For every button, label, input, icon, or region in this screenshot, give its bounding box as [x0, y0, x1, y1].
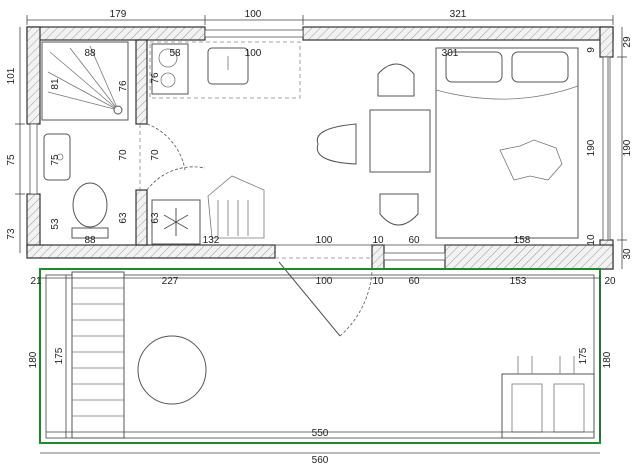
window-top	[204, 29, 304, 38]
bottom-wall-right	[444, 244, 614, 270]
terrace	[39, 268, 601, 444]
dim-shower-76: 76	[118, 80, 129, 92]
dim-bedroom-9: 9	[586, 47, 597, 53]
dim-wall-158: 158	[514, 235, 531, 246]
dim-terrace-180-left: 180	[28, 351, 39, 368]
dim-kitchen-100: 100	[245, 48, 262, 59]
dim-bath-door-70: 70	[118, 149, 129, 161]
dim-top-179: 179	[110, 9, 127, 20]
dim-total-560: 560	[312, 455, 329, 466]
chair-left-icon	[316, 123, 357, 165]
dim-living-132: 132	[203, 235, 220, 246]
dim-window-60-out: 60	[408, 276, 420, 287]
grill-body	[501, 373, 595, 439]
stair-stringer	[71, 271, 125, 439]
snowflake-icon	[163, 208, 189, 236]
bathroom	[41, 41, 186, 239]
washbasin-drain-icon	[56, 153, 64, 161]
dim-outer-153: 153	[510, 276, 527, 287]
dim-terrace-180-right: 180	[602, 351, 613, 368]
dim-door-100-out: 100	[316, 276, 333, 287]
dim-kitchen-58: 58	[169, 48, 181, 59]
dim-window-60-in: 60	[408, 235, 420, 246]
dim-grill-175: 175	[578, 347, 589, 364]
dim-bedroom-10: 10	[586, 234, 597, 246]
dimension-labels: 179 100 321 101 75 73 29 190 30 88 81 76…	[6, 9, 633, 466]
dim-bedroom-301: 301	[442, 48, 459, 59]
dim-stairs-175: 175	[54, 347, 65, 364]
partition-bathroom-lower	[135, 189, 148, 246]
hob-burner-1-icon	[158, 48, 178, 68]
bedroom	[435, 47, 579, 239]
entrance-door-swing	[339, 257, 373, 337]
shower-drain-icon	[113, 105, 123, 115]
dim-kitchen-76: 76	[150, 72, 161, 84]
dim-outer-227: 227	[162, 276, 179, 287]
left-wall-lower	[26, 193, 41, 254]
dim-right-190: 190	[622, 139, 633, 156]
top-wall-left	[26, 26, 206, 41]
dim-shower-88: 88	[84, 48, 96, 59]
top-wall-right	[302, 26, 614, 41]
wc-bowl	[72, 182, 108, 228]
grill	[501, 356, 595, 439]
left-wall-upper	[26, 26, 41, 125]
pillow-right	[511, 51, 569, 83]
partition-bathroom-upper	[135, 39, 148, 125]
window-bottom	[383, 252, 446, 261]
windows	[29, 29, 611, 261]
dim-door-100-in: 100	[316, 235, 333, 246]
dim-outer-20: 20	[604, 276, 616, 287]
dim-washbasin-75: 75	[50, 154, 61, 166]
bath-door-swing	[146, 123, 186, 171]
chair-top-icon	[377, 63, 415, 97]
round-table	[137, 335, 207, 405]
window-right	[602, 56, 611, 241]
dim-left-101: 101	[6, 67, 17, 84]
laundry-basket-icon	[207, 175, 265, 239]
bottom-wall-post	[371, 244, 385, 270]
pillow-left	[445, 51, 503, 83]
hob	[151, 43, 189, 95]
dim-bed-190: 190	[586, 139, 597, 156]
dim-bath-63: 63	[118, 212, 129, 224]
dim-post-10-in: 10	[372, 235, 384, 246]
dim-wc-53: 53	[50, 218, 61, 230]
walls	[26, 26, 614, 270]
dim-wc-88: 88	[84, 235, 96, 246]
dim-right-30: 30	[622, 248, 633, 260]
duvet-fold	[435, 85, 579, 100]
dim-top-321: 321	[450, 9, 467, 20]
kitchen-door-swing	[146, 166, 206, 191]
wc-tank	[71, 227, 109, 239]
dim-left-73: 73	[6, 228, 17, 240]
dim-post-10-out: 10	[372, 276, 384, 287]
dim-top-100: 100	[245, 9, 262, 20]
entrance	[275, 257, 373, 337]
kitchen-counter	[149, 41, 301, 99]
hob-burner-2-icon	[160, 72, 176, 88]
bottom-wall-left	[26, 244, 276, 259]
dim-fridge-63: 63	[150, 212, 161, 224]
dimension-lines	[15, 15, 627, 454]
shower-tray	[41, 41, 129, 121]
dining	[316, 63, 431, 226]
clothes-icon	[499, 139, 563, 181]
window-left	[29, 123, 38, 195]
dim-kitchen-door-70: 70	[150, 149, 161, 161]
dining-table	[369, 109, 431, 173]
kitchen	[146, 41, 301, 245]
chair-bottom-icon	[379, 193, 419, 226]
dim-terrace-550: 550	[312, 428, 329, 439]
shower-fan-lines	[47, 45, 119, 111]
entrance-door-leaf	[278, 261, 341, 337]
dim-outer-21: 21	[30, 276, 42, 287]
dim-shower-81: 81	[50, 78, 61, 90]
dim-left-75: 75	[6, 154, 17, 166]
terrace-inner	[45, 274, 595, 439]
stairs	[71, 271, 125, 439]
right-wall-upper	[599, 26, 614, 58]
dim-right-29: 29	[622, 36, 633, 48]
